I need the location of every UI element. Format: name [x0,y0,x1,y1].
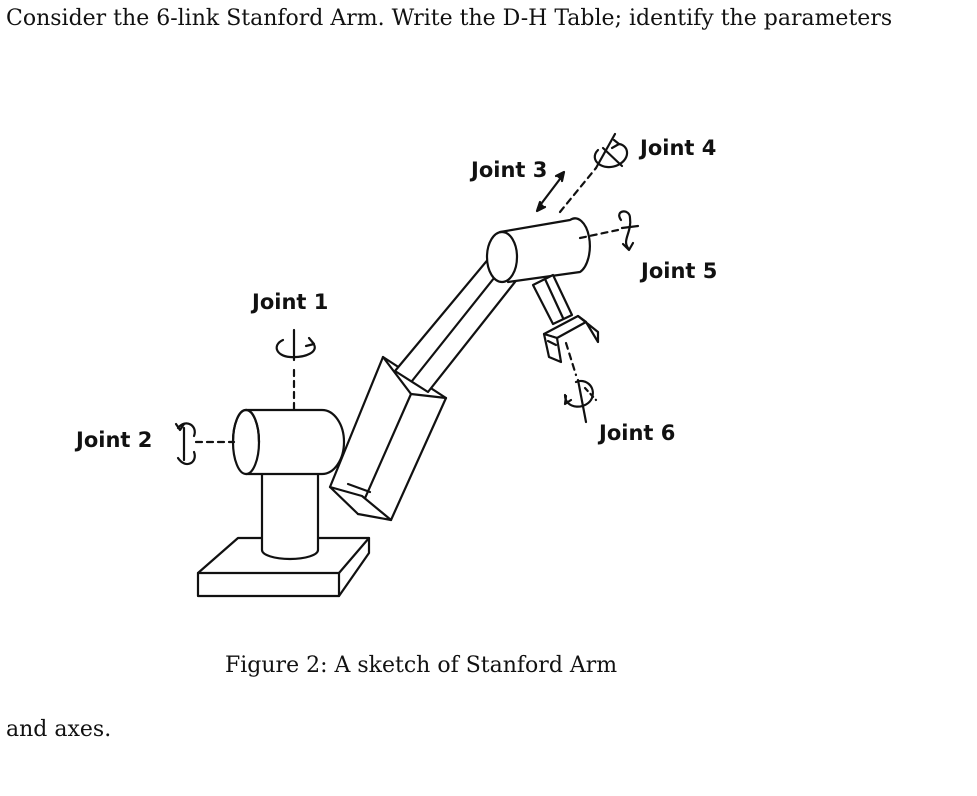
boom-sleeve [328,355,448,522]
gripper [542,314,600,364]
joint1-rotation-arrow [275,328,316,362]
joint5-label: Joint 5 [641,259,718,283]
joint6-axis-arrow [563,341,598,424]
joint6-label: Joint 6 [599,421,676,445]
question-text-line1: Consider the 6-link Stanford Arm. Write … [6,6,893,31]
joint4-label: Joint 4 [640,136,717,160]
joint2-label: Joint 2 [76,428,153,452]
joint3-label: Joint 3 [471,158,548,182]
pedestal [260,472,320,561]
joint2-rotation-arrow [174,422,196,466]
forearm-link [531,273,574,326]
base-plate [196,536,371,598]
joint1-label: Joint 1 [252,290,329,314]
question-text-line2: and axes. [6,717,112,742]
shoulder-cylinder [231,408,346,476]
joint4-rotation-arrow [593,132,629,170]
wrist-cylinder [485,217,591,284]
joint3-axis-arrow [535,166,598,214]
figure-caption: Figure 2: A sketch of Stanford Arm [225,653,618,678]
joint5-axis-arrow [578,210,640,252]
